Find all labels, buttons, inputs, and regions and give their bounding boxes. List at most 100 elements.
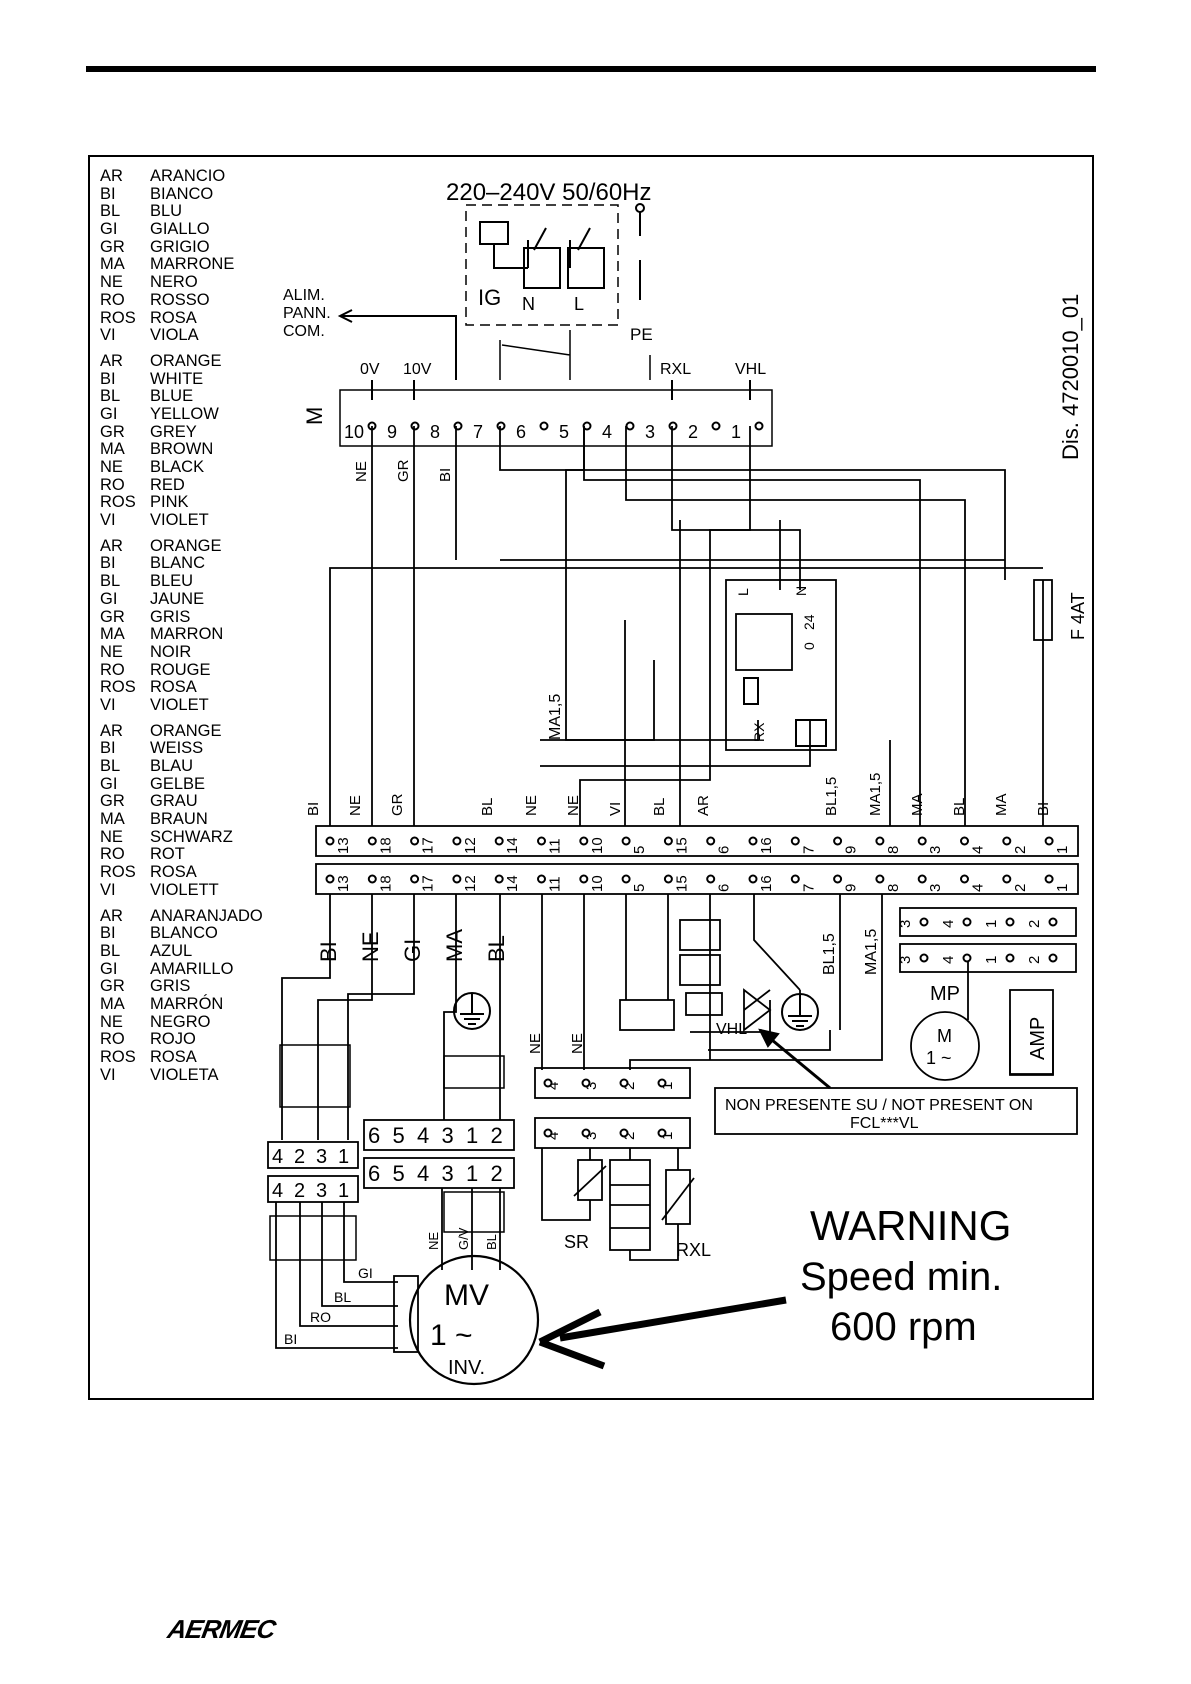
legend-code: BI <box>100 924 116 943</box>
mp-terminal-top: 1 <box>983 920 1000 928</box>
amp-box <box>1009 989 1054 1075</box>
strip-terminal-bottom: 5 <box>631 884 648 892</box>
strip-screw-top <box>537 836 546 846</box>
m-terminal-screw <box>668 421 678 431</box>
vhl-label: VHL <box>716 1021 747 1038</box>
legend-code: VI <box>100 695 116 714</box>
strip-terminal-top: 9 <box>843 846 860 854</box>
m-terminal-number: 7 <box>473 422 483 442</box>
strip-terminal-top: 3 <box>927 846 944 854</box>
legend-code: AR <box>100 906 123 925</box>
legend-code: ROS <box>100 1048 136 1066</box>
m-wire-ne: NE <box>353 461 370 482</box>
ferrite-lower-right <box>443 1191 505 1233</box>
strip-terminal-top: 5 <box>631 846 648 854</box>
legend-color-name: BLUE <box>150 387 194 406</box>
legend-color-name: BRAUN <box>150 810 208 829</box>
brand-logo: AERMEC <box>165 1614 278 1644</box>
mp-terminal-bottom: 4 <box>940 956 957 964</box>
fan-wire-label: G/V <box>456 1227 471 1250</box>
legend-code: MA <box>100 994 125 1013</box>
alim-arrow <box>337 309 353 323</box>
not-present-2: FCL***VL <box>850 1115 919 1132</box>
control-pcb <box>725 579 837 751</box>
strip-screw-bottom <box>410 874 420 884</box>
lower-wire-label: MA <box>442 929 467 962</box>
legend-code: RO <box>100 660 125 679</box>
mp-screw-bottom <box>1048 953 1058 963</box>
strip-terminal-bottom: 12 <box>462 875 479 892</box>
strip-terminal-bottom: 6 <box>716 884 733 892</box>
strip-terminal-bottom: 13 <box>335 875 352 892</box>
legend-color-name: BLANCO <box>150 924 218 943</box>
relay-left <box>619 999 675 1031</box>
legend-code: RO <box>100 290 125 309</box>
legend-color-name: MARRONE <box>150 255 235 274</box>
legend-color-name: BLU <box>150 202 183 221</box>
m-terminal-screw <box>410 421 420 431</box>
conn6-terminal-bottom: 6 <box>368 1161 380 1186</box>
vhl-coil <box>685 992 723 1016</box>
conn4-terminal-bottom: 2 <box>294 1180 305 1202</box>
strip-terminal-bottom: 4 <box>970 884 987 892</box>
strip-screw-bottom <box>325 874 335 884</box>
alim-line-3: COM. <box>283 323 325 340</box>
mp-label: MP <box>930 983 960 1005</box>
callout-arrowhead <box>758 1028 780 1048</box>
legend-color-name: WHITE <box>150 369 204 388</box>
strip-wire-label: NE <box>565 795 582 816</box>
m-label: M <box>302 407 327 425</box>
m-input-10v: 10V <box>403 361 432 378</box>
sr-screw-bottom <box>657 1128 667 1138</box>
sr-wire-ne-1: NE <box>527 1033 544 1054</box>
not-present-1: NON PRESENTE SU / NOT PRESENT ON <box>725 1097 1033 1114</box>
legend-code: VI <box>100 880 116 899</box>
strip-screw-top <box>706 836 716 846</box>
legend-color-name: GRIS <box>150 607 191 626</box>
conn4-terminal-bottom: 4 <box>272 1180 283 1202</box>
legend-color-name: GRIS <box>150 977 191 996</box>
strip-wire-label: BL <box>651 798 668 816</box>
conn4-terminal-bottom: 3 <box>316 1180 327 1202</box>
strip-screw-bottom <box>1002 874 1012 884</box>
m-terminal-number: 6 <box>516 422 526 442</box>
conn4-terminal-top: 1 <box>338 1146 349 1168</box>
legend-color-name: ROT <box>150 845 185 864</box>
legend-code: ROS <box>100 863 136 882</box>
legend-code: RO <box>100 845 125 864</box>
m-terminal-number: 2 <box>688 422 698 442</box>
pcb-l: L <box>735 588 751 596</box>
strip-terminal-top: 15 <box>673 837 690 854</box>
strip-terminal-top: 12 <box>462 837 479 854</box>
legend-code: GI <box>100 404 118 423</box>
legend-code: GR <box>100 607 125 626</box>
strip-terminal-bottom: 9 <box>843 884 860 892</box>
m-wire-gr: GR <box>395 459 412 482</box>
strip-screw-bottom <box>1044 874 1054 884</box>
strip-screw-top <box>790 836 800 846</box>
m-terminal-screw <box>711 421 721 431</box>
conn6-terminal-top: 3 <box>442 1123 454 1148</box>
strip-screw-top <box>1044 836 1054 846</box>
motor-wire-label: BI <box>284 1331 297 1347</box>
conn6-terminal-bottom: 4 <box>417 1161 429 1186</box>
mp-motor-phase: 1 ~ <box>926 1048 952 1068</box>
pcb-0: 0 <box>801 642 817 650</box>
sr-terminal-top: 1 <box>659 1082 676 1090</box>
legend-code: GI <box>100 959 118 978</box>
